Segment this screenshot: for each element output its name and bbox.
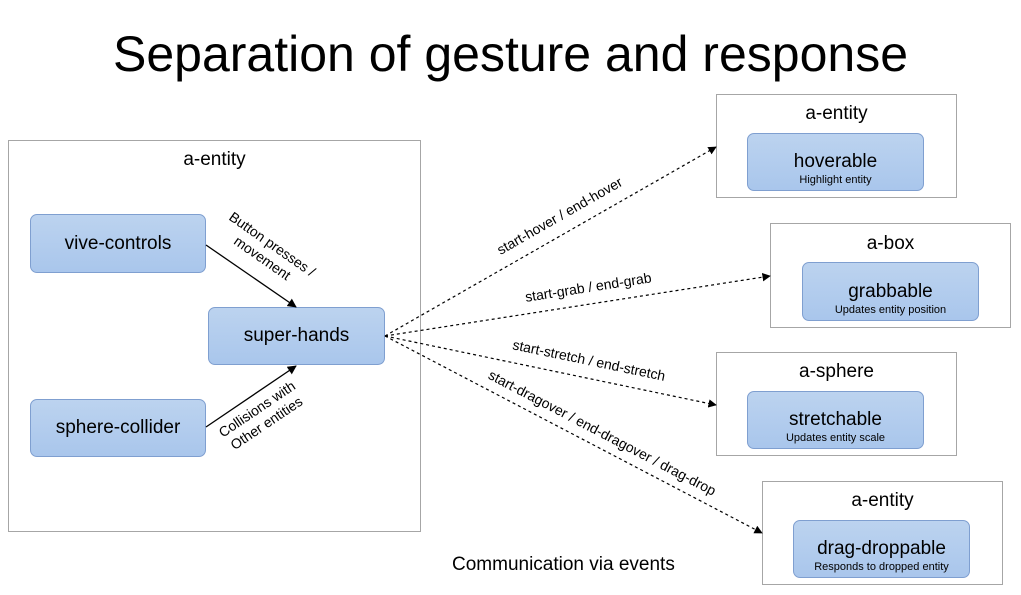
vive-controls-label: vive-controls — [64, 233, 172, 254]
sphere-collider-box: sphere-collider — [30, 399, 206, 457]
grab-event-arrow — [384, 273, 771, 337]
caption: Communication via events — [452, 554, 675, 575]
sphere-collider-label: sphere-collider — [55, 417, 181, 438]
hoverable-box: hoverable Highlight entity — [747, 133, 924, 191]
super-hands-label: super-hands — [243, 325, 350, 346]
dragover-event-label: start-dragover / end-dragover / drag-dro… — [486, 367, 719, 499]
grabbable-description: Updates entity position — [834, 304, 947, 316]
super-hands-box: super-hands — [208, 307, 385, 365]
target-title-hoverable: a-entity — [805, 103, 868, 124]
hoverable-description: Highlight entity — [799, 174, 872, 186]
vive-controls-box: vive-controls — [30, 214, 206, 273]
target-title-stretchable: a-sphere — [799, 361, 874, 382]
stretchable-label: stretchable — [789, 409, 882, 430]
grabbable-box: grabbable Updates entity position — [802, 262, 979, 321]
hover-event-label: start-hover / end-hover — [494, 173, 625, 257]
slide-title: Separation of gesture and response — [113, 26, 908, 82]
hoverable-label: hoverable — [793, 151, 878, 172]
drag-droppable-description: Responds to dropped entity — [814, 561, 949, 573]
grabbable-label: grabbable — [848, 281, 933, 302]
dragover-event-arrow — [384, 335, 763, 534]
stretch-event-label: start-stretch / end-stretch — [511, 336, 667, 383]
stretchable-box: stretchable Updates entity scale — [747, 391, 924, 449]
stretchable-description: Updates entity scale — [785, 432, 886, 444]
grab-event-label: start-grab / end-grab — [524, 269, 653, 305]
target-title-grabbable: a-box — [866, 233, 915, 254]
source-entity-title: a-entity — [183, 149, 246, 170]
stretch-event-arrow — [384, 335, 717, 408]
drag-droppable-box: drag-droppable Responds to dropped entit… — [793, 520, 970, 578]
vive-to-superhands-arrow — [205, 244, 297, 308]
target-title-drag-droppable: a-entity — [851, 490, 914, 511]
hover-event-arrow — [384, 146, 717, 337]
drag-droppable-label: drag-droppable — [817, 538, 946, 559]
collider-to-superhands-arrow — [205, 365, 297, 428]
